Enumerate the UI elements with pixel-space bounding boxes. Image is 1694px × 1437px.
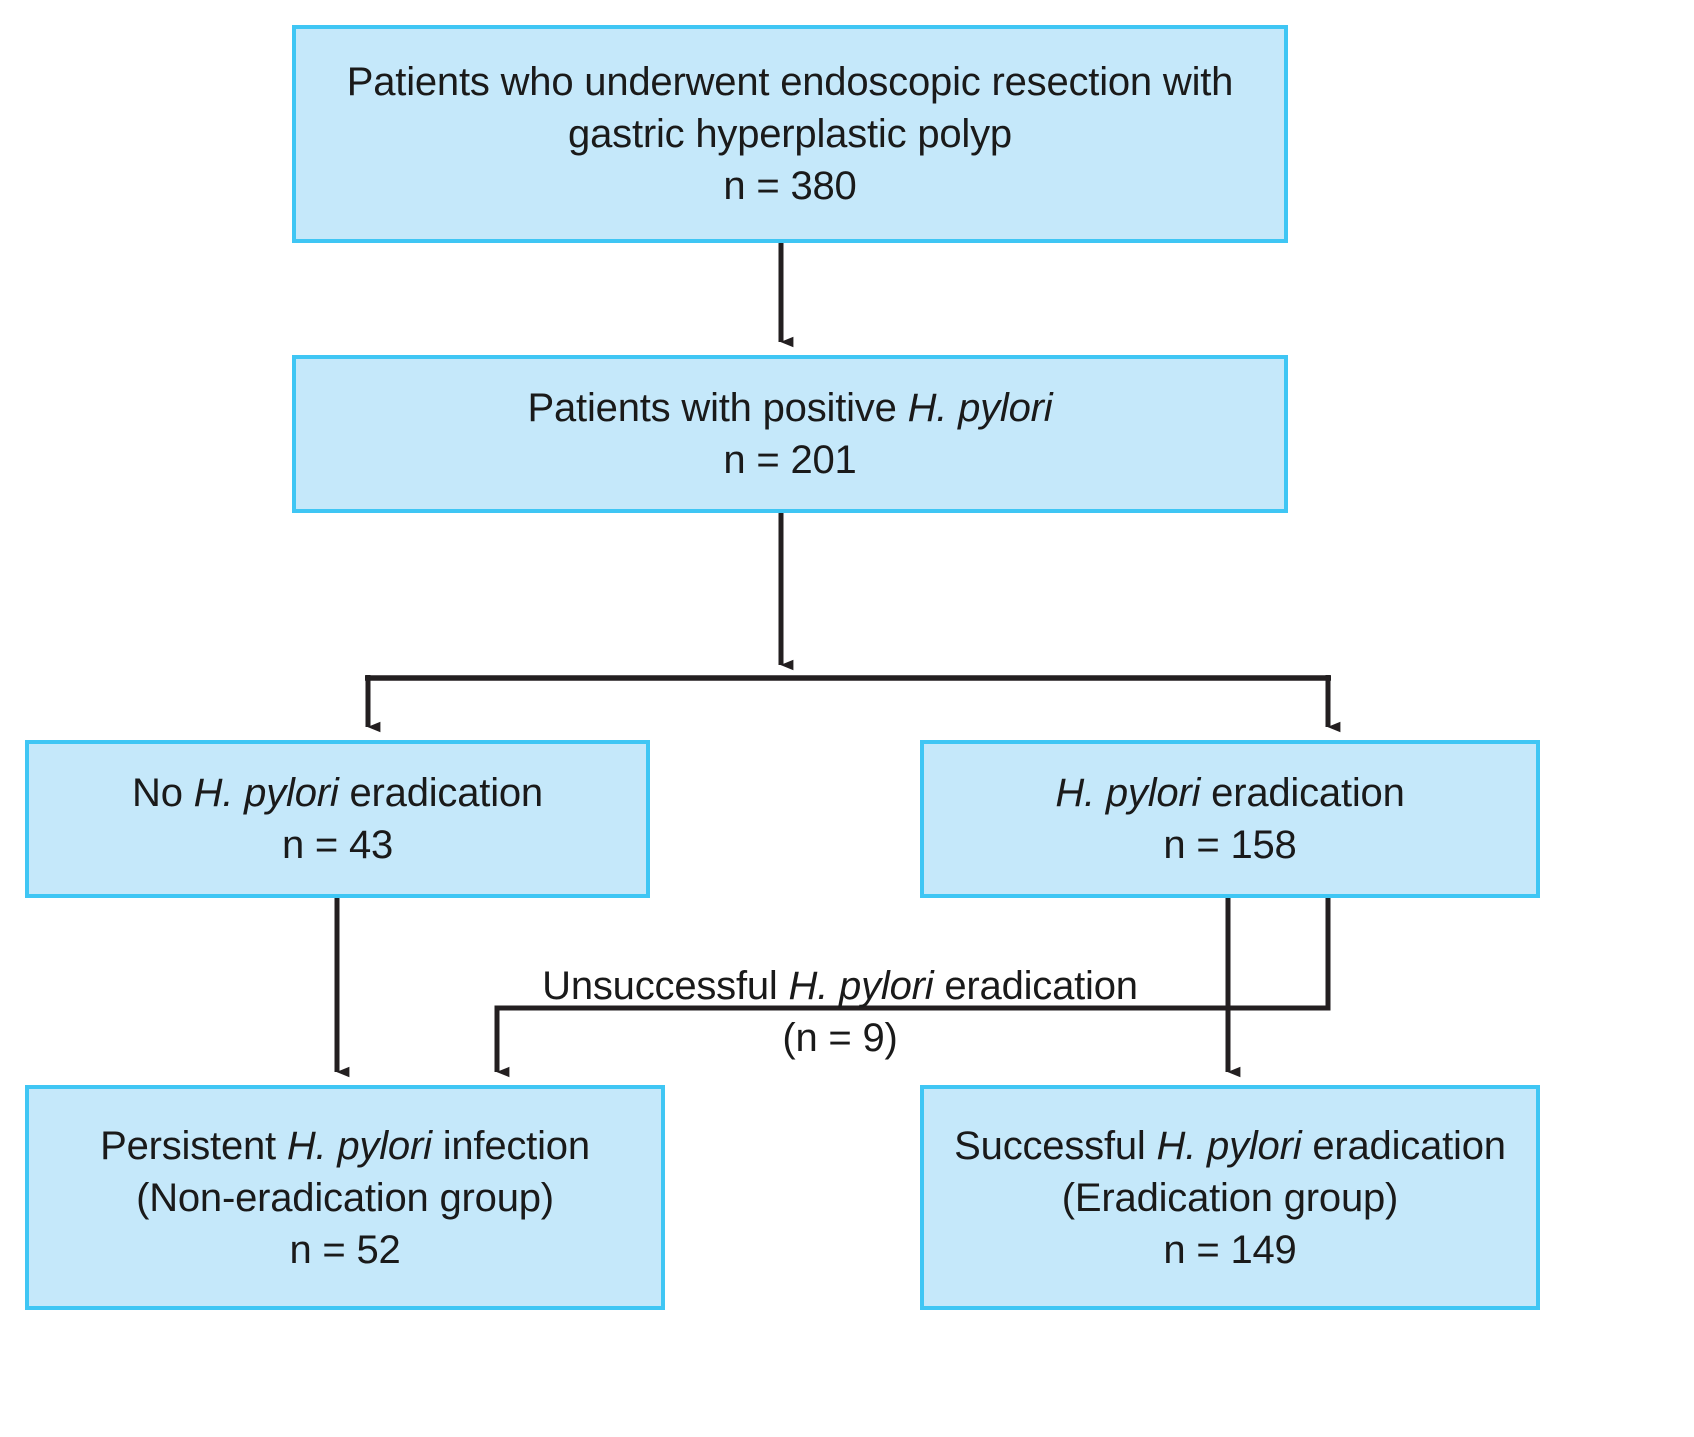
node-successful-line1-post: eradication xyxy=(1301,1123,1506,1168)
node-persistent-line1-pre: Persistent xyxy=(100,1123,287,1168)
node-persistent-infection: Persistent H. pylori infection (Non-erad… xyxy=(25,1085,665,1310)
node-hp-positive-line1: Patients with positive H. pylori xyxy=(528,382,1053,434)
node-persistent-line1-post: infection xyxy=(431,1123,590,1168)
node-persistent-count: n = 52 xyxy=(289,1227,401,1272)
node-no-eradication-line1-italic: H. pylori xyxy=(193,771,339,815)
node-eradication: H. pylori eradication n = 158 xyxy=(920,740,1540,898)
node-enrolled-count: n = 380 xyxy=(723,164,857,208)
node-successful-eradication: Successful H. pylori eradication (Eradic… xyxy=(920,1085,1540,1310)
edge-label-unsuccessful-line1-post: eradication xyxy=(933,964,1138,1008)
node-eradication-line1-post: eradication xyxy=(1200,771,1405,815)
node-successful-line1-italic: H. pylori xyxy=(1156,1123,1302,1168)
edge-label-unsuccessful-line1-italic: H. pylori xyxy=(788,964,934,1008)
edge-label-unsuccessful-line1: Unsuccessful H. pylori eradication xyxy=(542,960,1138,1012)
node-eradication-line1-italic: H. pylori xyxy=(1055,771,1201,815)
node-enrolled-line2: gastric hyperplastic polyp xyxy=(568,112,1012,156)
node-eradication-line1: H. pylori eradication xyxy=(1055,767,1405,819)
edge-label-unsuccessful-line1-pre: Unsuccessful xyxy=(542,964,789,1008)
node-successful-count: n = 149 xyxy=(1163,1227,1297,1272)
node-enrolled-patients: Patients who underwent endoscopic resect… xyxy=(292,25,1288,243)
node-hp-positive-line1-italic: H. pylori xyxy=(907,386,1053,430)
node-no-eradication-line1: No H. pylori eradication xyxy=(132,767,543,819)
node-no-eradication-line1-pre: No xyxy=(132,771,194,815)
node-no-eradication-line1-post: eradication xyxy=(338,771,543,815)
node-no-eradication: No H. pylori eradication n = 43 xyxy=(25,740,650,898)
edge-label-unsuccessful-count: (n = 9) xyxy=(782,1016,898,1060)
node-persistent-line2: (Non-eradication group) xyxy=(136,1175,554,1220)
node-hp-positive-count: n = 201 xyxy=(723,438,857,482)
node-eradication-count: n = 158 xyxy=(1163,823,1297,867)
node-hp-positive-line1-pre: Patients with positive xyxy=(527,386,908,430)
node-persistent-line1-italic: H. pylori xyxy=(286,1123,432,1168)
node-successful-line2: (Eradication group) xyxy=(1061,1175,1399,1220)
node-successful-line1: Successful H. pylori eradication xyxy=(954,1120,1506,1172)
node-successful-line1-pre: Successful xyxy=(954,1123,1157,1168)
node-enrolled-line1: Patients who underwent endoscopic resect… xyxy=(346,60,1234,104)
node-no-eradication-count: n = 43 xyxy=(281,823,394,867)
node-hp-positive: Patients with positive H. pylori n = 201 xyxy=(292,355,1288,513)
edge-label-unsuccessful-eradication: Unsuccessful H. pylori eradication (n = … xyxy=(540,960,1140,1070)
node-persistent-line1: Persistent H. pylori infection xyxy=(100,1120,590,1172)
